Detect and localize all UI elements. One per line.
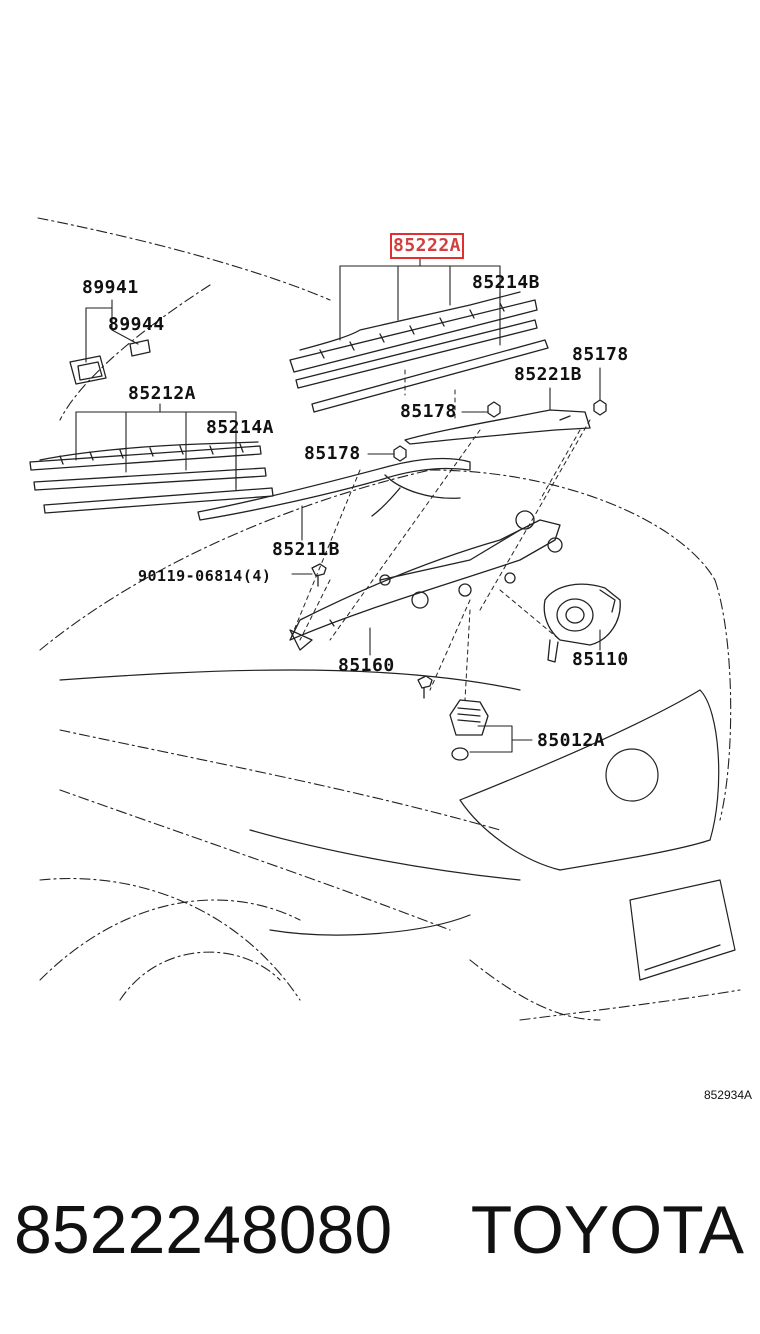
callout-89941[interactable]: 89941 bbox=[82, 277, 139, 298]
callout-89944[interactable]: 89944 bbox=[108, 314, 165, 335]
right-wiper-blade bbox=[289, 291, 549, 413]
callout-85214A[interactable]: 85214A bbox=[206, 417, 275, 438]
wiper-cap bbox=[69, 339, 151, 385]
diagram-reference-code: 852934A bbox=[703, 1088, 752, 1102]
wiper-motor bbox=[543, 583, 621, 663]
callout-85178-top-right[interactable]: 85178 bbox=[572, 344, 629, 365]
wiper-parts-diagram bbox=[29, 217, 741, 1021]
bracket-85012A bbox=[449, 699, 489, 761]
callout-85211B[interactable]: 85211B bbox=[272, 539, 341, 560]
callout-85110[interactable]: 85110 bbox=[572, 649, 629, 670]
hood-outline bbox=[59, 669, 736, 981]
leader-lines bbox=[75, 257, 601, 753]
callout-85012A[interactable]: 85012A bbox=[537, 730, 606, 751]
callout-85214B[interactable]: 85214B bbox=[472, 272, 541, 293]
callout-85178-middle[interactable]: 85178 bbox=[400, 401, 457, 422]
callout-85222A[interactable]: 85222A bbox=[389, 233, 465, 259]
wiper-linkage bbox=[289, 510, 563, 651]
callout-90119-06814[interactable]: 90119-06814(4) bbox=[138, 567, 272, 585]
part-number: 8522248080 bbox=[14, 1192, 393, 1268]
bolt-90119 bbox=[311, 563, 433, 699]
car-body-outline bbox=[37, 217, 741, 1021]
callout-85178-left[interactable]: 85178 bbox=[304, 443, 361, 464]
left-wiper-arm bbox=[197, 457, 471, 521]
callout-85212A[interactable]: 85212A bbox=[128, 383, 197, 404]
callout-85160[interactable]: 85160 bbox=[338, 655, 395, 676]
brand-name: TOYOTA bbox=[470, 1192, 744, 1268]
assembly-guides bbox=[289, 369, 591, 701]
callout-85221B[interactable]: 85221B bbox=[514, 364, 583, 385]
right-wiper-arm bbox=[404, 409, 591, 445]
